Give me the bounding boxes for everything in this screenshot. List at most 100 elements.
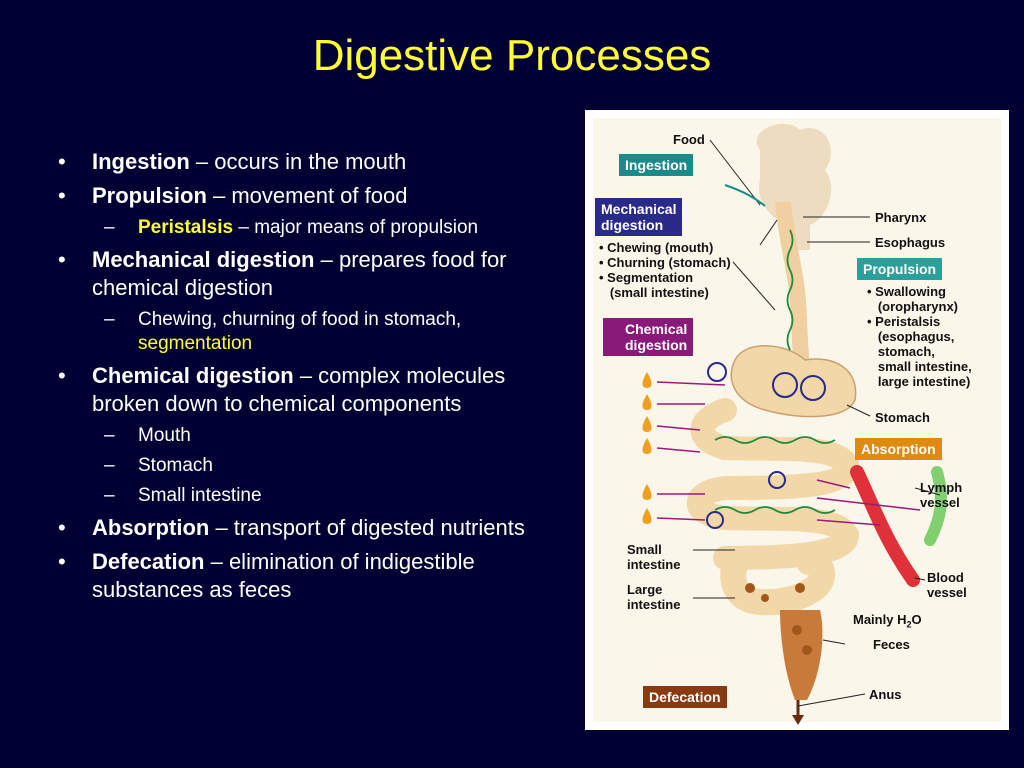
bullet-defecation: • Defecation – elimination of indigestib…	[58, 548, 558, 604]
label-blood-vessel: Blood vessel	[927, 570, 967, 600]
bullet-dot: •	[58, 247, 66, 272]
label-anus: Anus	[869, 687, 902, 702]
box-mechanical-line2: digestion	[601, 217, 664, 233]
propulsion-item: large intestine)	[867, 374, 971, 389]
nerve-line-esophagus	[786, 229, 794, 351]
subbullet-stomach: – Stomach	[58, 454, 558, 478]
term-propulsion: Propulsion	[92, 183, 207, 208]
propulsion-item: small intestine,	[867, 359, 972, 374]
label-food: Food	[673, 132, 705, 147]
term-defecation: Defecation	[92, 549, 205, 574]
sub-mouth: Mouth	[138, 425, 191, 446]
mechanical-item: • Chewing (mouth)	[599, 240, 714, 255]
small-intestine-shape	[687, 398, 860, 570]
enzyme-arrows	[656, 381, 726, 521]
digestive-tract-diagram: Food Ingestion Mechanical digestion • Ch…	[585, 110, 1009, 730]
box-defecation: Defecation	[643, 686, 727, 708]
bullet-propulsion: • Propulsion – movement of food	[58, 182, 558, 210]
term-absorption: Absorption	[92, 515, 210, 540]
propulsion-item: • Peristalsis	[867, 314, 941, 329]
bullet-absorption: • Absorption – transport of digested nut…	[58, 514, 558, 542]
anus-arrowhead	[792, 715, 804, 725]
sub-dash: –	[104, 425, 115, 446]
term-ingestion: Ingestion	[92, 149, 190, 174]
term-segmentation: segmentation	[138, 333, 253, 354]
label-mainly-h2o-sub: 2	[906, 619, 912, 630]
leader-lines	[693, 139, 941, 707]
box-chemical: Chemical digestion	[603, 318, 694, 356]
stomach-shape	[730, 345, 857, 418]
label-small-intestine-line1: Small	[627, 542, 662, 557]
lymph-vessel-shape	[924, 466, 947, 546]
desc-propulsion: – movement of food	[206, 183, 408, 208]
mechanical-list: • Chewing (mouth) • Churning (stomach) •…	[599, 240, 731, 300]
term-mechanical: Mechanical digestion	[92, 247, 315, 272]
label-mainly-h2o-prefix: Mainly H	[853, 612, 907, 627]
sub-dash: –	[104, 217, 115, 238]
mechanical-item: • Churning (stomach)	[599, 255, 731, 270]
head-silhouette	[756, 123, 832, 250]
label-large-intestine: Large intestine	[627, 582, 680, 612]
box-ingestion: Ingestion	[619, 154, 694, 176]
label-lymph-vessel: Lymph vessel	[920, 480, 962, 510]
bullet-list: • Ingestion – occurs in the mouth • Prop…	[58, 148, 558, 610]
desc-peristalsis: – major means of propulsion	[233, 217, 479, 238]
bullet-mechanical: • Mechanical digestion – prepares food f…	[58, 246, 558, 302]
sub-dash: –	[104, 455, 115, 476]
label-large-intestine-line2: intestine	[627, 597, 681, 612]
esophagus-shape	[775, 201, 811, 374]
label-stomach: Stomach	[875, 410, 930, 425]
churning-swirls	[706, 362, 826, 529]
label-blood-line1: Blood	[927, 570, 964, 585]
desc-chemical: – complex molecules broken down to chemi…	[92, 363, 506, 416]
label-feces: Feces	[873, 637, 910, 652]
absorption-arrows	[816, 479, 921, 526]
large-intestine-shape	[720, 549, 835, 616]
nerve-line-intestine	[714, 436, 836, 514]
label-large-intestine-line1: Large	[627, 582, 663, 597]
sub-stomach: Stomach	[138, 455, 213, 476]
bullet-ingestion: • Ingestion – occurs in the mouth	[58, 148, 558, 176]
slide-title: Digestive Processes	[312, 31, 712, 80]
propulsion-list: • Swallowing (oropharynx) • Peristalsis …	[867, 284, 972, 389]
label-small-intestine: Small intestine	[627, 542, 680, 572]
ingestion-arrow	[724, 184, 766, 207]
box-mechanical: Mechanical digestion	[595, 198, 683, 236]
subbullet-mouth: – Mouth	[58, 424, 558, 448]
mechanical-item: (small intestine)	[599, 285, 709, 300]
label-mainly-h2o: Mainly H2O	[853, 612, 922, 633]
desc-defecation: – elimination of indigestible substances…	[92, 549, 475, 602]
desc-mechanical: – prepares food for chemical digestion	[92, 247, 507, 300]
box-chemical-line1: Chemical	[625, 321, 688, 337]
propulsion-item: (oropharynx)	[867, 299, 959, 314]
box-propulsion: Propulsion	[857, 258, 943, 280]
label-pharynx: Pharynx	[875, 210, 927, 225]
term-peristalsis: Peristalsis	[138, 217, 234, 238]
box-absorption: Absorption	[855, 438, 942, 460]
rectum-shape	[780, 610, 823, 700]
desc-ingestion: – occurs in the mouth	[189, 149, 407, 174]
mechanical-item: • Segmentation	[599, 270, 694, 285]
sub-dash: –	[104, 309, 115, 330]
propulsion-item: stomach,	[867, 344, 935, 359]
bullet-chemical: • Chemical digestion – complex molecules…	[58, 362, 558, 418]
box-mechanical-line1: Mechanical	[601, 201, 677, 217]
subbullet-peristalsis: – Peristalsis – major means of propulsio…	[58, 216, 558, 240]
desc-absorption: – transport of digested nutrients	[209, 515, 525, 540]
bullet-dot: •	[58, 515, 66, 540]
label-mainly-h2o-suffix: O	[911, 612, 922, 627]
enzyme-drops	[642, 372, 652, 524]
label-blood-line2: vessel	[927, 585, 967, 600]
bullet-dot: •	[58, 183, 66, 208]
subbullet-small-intestine: –Small intestine	[58, 484, 558, 508]
subbullet-chewing: – Chewing, churning of food in stomach, …	[58, 308, 558, 356]
propulsion-item: • Swallowing	[867, 284, 946, 299]
label-esophagus: Esophagus	[875, 235, 946, 250]
sub-dash: –	[104, 485, 115, 506]
desc-chewing: Chewing, churning of food in stomach,	[138, 309, 462, 330]
propulsion-item: (esophagus,	[867, 329, 955, 344]
term-chemical: Chemical digestion	[92, 363, 294, 388]
label-lymph-line2: vessel	[920, 495, 960, 510]
bullet-dot: •	[58, 149, 66, 174]
bullet-dot: •	[58, 549, 66, 574]
